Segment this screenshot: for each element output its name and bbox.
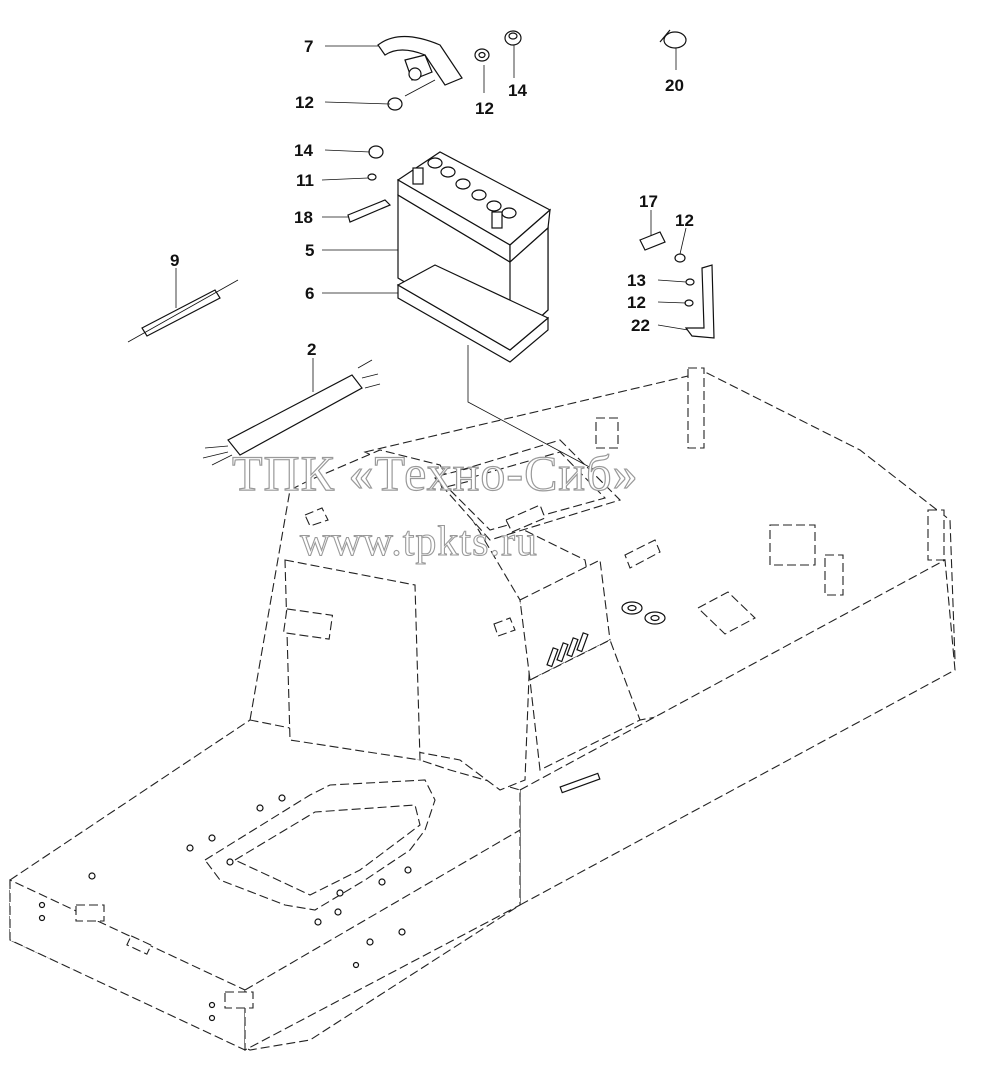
bracket-22-icon — [684, 264, 715, 339]
rod-9-icon — [127, 279, 239, 343]
callout-12: 12 — [675, 211, 694, 230]
watermark-company: ТПК «Техно-Сиб» — [232, 445, 639, 501]
callout-17: 17 — [639, 192, 658, 211]
cable-2-icon — [202, 359, 381, 466]
callout-5: 5 — [305, 241, 314, 260]
callout-14: 14 — [294, 141, 313, 160]
bolt-17-icon — [639, 231, 666, 251]
callout-7: 7 — [304, 37, 313, 56]
callout-22: 22 — [631, 316, 650, 335]
callout-18: 18 — [294, 208, 313, 227]
watermark: ТПК «Техно-Сиб» www.tpkts.ru — [231, 444, 639, 565]
callout-9: 9 — [170, 251, 179, 270]
clamp-20-icon — [659, 29, 687, 49]
callout-14: 14 — [508, 81, 527, 100]
washer-12d-icon — [684, 299, 694, 307]
callout-12: 12 — [295, 93, 314, 112]
leader-lines — [175, 45, 689, 392]
callout-labels: 7 12 12 14 20 14 11 18 5 6 9 2 17 12 13 … — [170, 37, 694, 359]
callout-6: 6 — [305, 284, 314, 303]
washer-12c-icon — [674, 253, 686, 263]
battery-caps — [412, 157, 517, 229]
hold-down-strap[interactable] — [377, 36, 463, 86]
callout-12: 12 — [627, 293, 646, 312]
watermark-url: www.tpkts.ru — [300, 519, 538, 565]
battery-pad — [396, 264, 550, 351]
nut-14a-icon — [504, 30, 522, 46]
washer-12b-icon — [387, 97, 403, 111]
washer-11-icon — [367, 173, 377, 181]
bracket-18-icon — [347, 199, 392, 223]
callout-11: 11 — [296, 171, 314, 190]
nut-14b-icon — [368, 145, 384, 159]
callout-13: 13 — [627, 271, 646, 290]
callout-20: 20 — [665, 76, 684, 95]
vent-slots — [546, 632, 601, 794]
callout-2: 2 — [307, 340, 316, 359]
callout-12: 12 — [475, 99, 494, 118]
battery[interactable] — [396, 151, 552, 363]
cab-frame — [9, 367, 956, 1051]
floor-holes — [38, 794, 412, 1022]
nut-12a-icon — [474, 48, 490, 62]
screw-13-icon — [685, 278, 695, 286]
